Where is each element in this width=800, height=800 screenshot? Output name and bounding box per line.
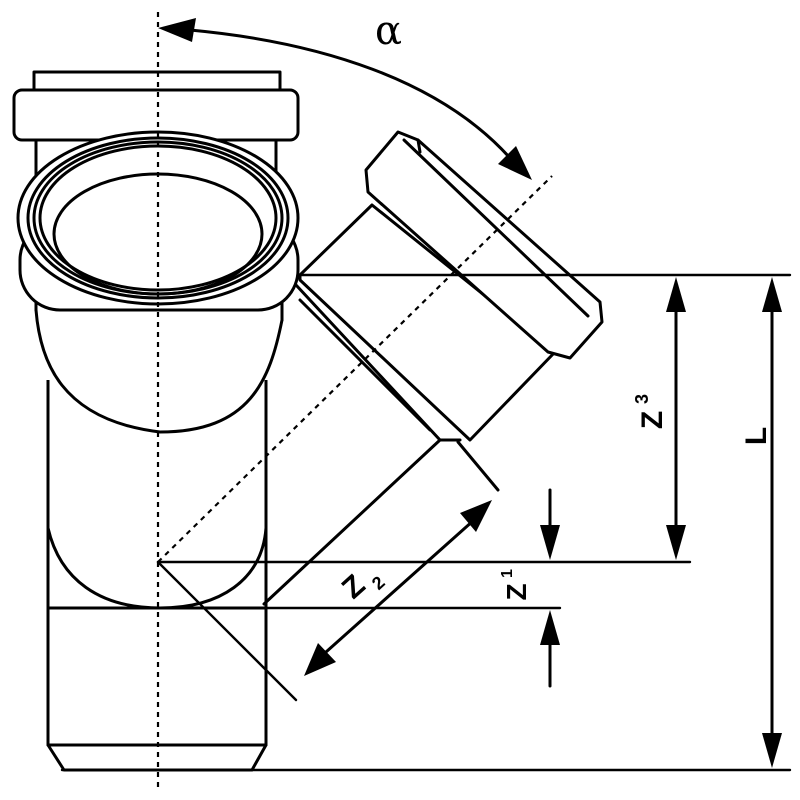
angle-arc bbox=[188, 28, 512, 160]
branch-pipe-outer-line bbox=[262, 438, 442, 606]
angle-alpha-indicator: α bbox=[158, 8, 532, 180]
angle-arrowhead-left bbox=[158, 18, 196, 42]
z2-extension-line-lower bbox=[156, 560, 298, 702]
main-pipe-socket-curve bbox=[34, 308, 284, 434]
branch-pipe-collar bbox=[364, 130, 604, 360]
z3-arrow-bottom bbox=[666, 525, 686, 560]
angle-arrowhead-right bbox=[498, 146, 532, 180]
z1-arrow-bottom bbox=[540, 610, 560, 645]
dimension-L-label: L bbox=[740, 427, 773, 445]
z1-subscript: 1 bbox=[499, 569, 516, 578]
L-arrow-bottom bbox=[762, 733, 782, 768]
L-arrow-top bbox=[762, 277, 782, 312]
main-pipe-socket-ring-outer bbox=[16, 130, 300, 306]
z2-subscript: 2 bbox=[368, 572, 389, 594]
branch-pipe-end-line bbox=[456, 440, 500, 492]
dimension-z1: Z 1 bbox=[499, 488, 560, 688]
z2-arrow-bottom bbox=[304, 643, 336, 676]
z3-arrow-top bbox=[666, 277, 686, 312]
dimension-L: L bbox=[740, 277, 782, 768]
z1-label: Z bbox=[501, 583, 532, 600]
branch-pipe bbox=[262, 130, 604, 606]
dimension-z2: Z 2 bbox=[304, 500, 492, 676]
main-pipe bbox=[12, 70, 300, 772]
branch-pipe-centerline bbox=[157, 175, 553, 563]
z1-arrow-top bbox=[540, 525, 560, 560]
z2-label: Z bbox=[336, 569, 372, 606]
z3-label: Z bbox=[636, 411, 669, 429]
angle-alpha-label: α bbox=[375, 8, 402, 54]
z2-arrow-top bbox=[460, 500, 492, 532]
branch-pipe-body bbox=[298, 203, 557, 442]
z3-subscript: 3 bbox=[632, 394, 652, 404]
dimension-z3: Z 3 bbox=[632, 277, 686, 560]
